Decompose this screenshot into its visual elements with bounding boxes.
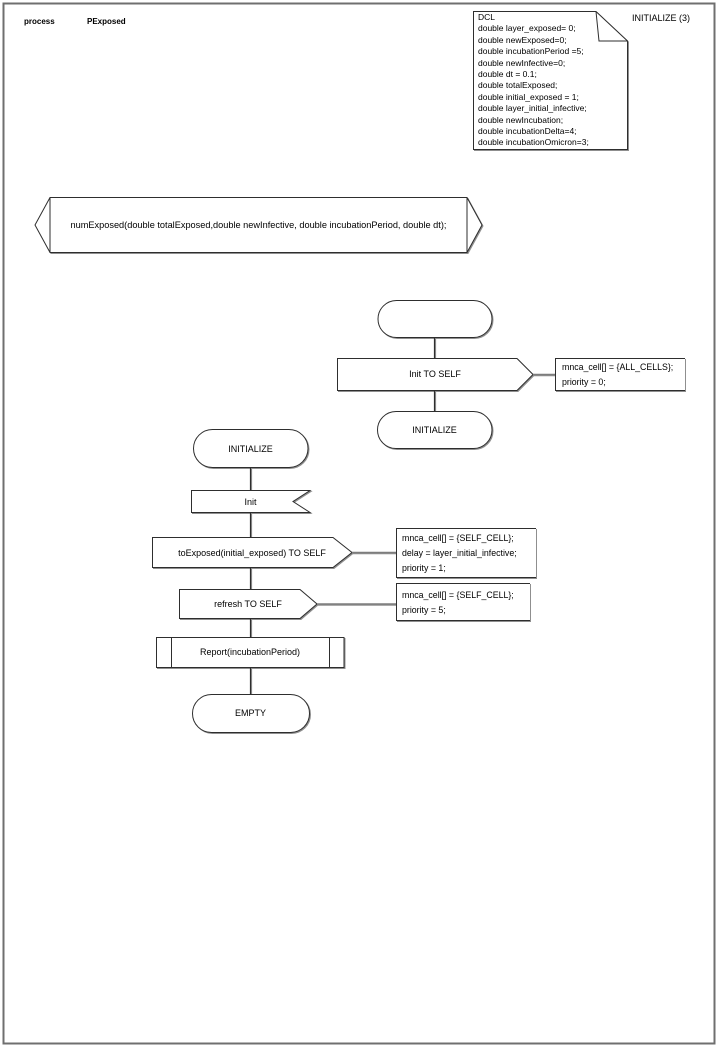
send-init-symbol[interactable] (337, 358, 534, 391)
input-init-label: Init (244, 497, 257, 507)
input-init-symbol[interactable] (191, 490, 312, 513)
to-exposed-comment-box[interactable] (396, 528, 537, 578)
refresh-comment-box[interactable] (396, 583, 531, 621)
next-state-initialize-label: INITIALIZE (412, 425, 457, 435)
init-comment-box[interactable] (555, 358, 686, 391)
send-to-exposed-label: toExposed(initial_exposed) TO SELF (178, 548, 326, 558)
procedure-declaration-text: numExposed(double totalExposed,double ne… (70, 220, 447, 230)
to-exposed-comment-text: mnca_cell[] = {SELF_CELL}; delay = layer… (402, 533, 517, 574)
dcl-folded-corner (595, 11, 628, 42)
next-state-initialize-symbol[interactable] (377, 411, 493, 449)
procedure-call-report-symbol[interactable] (156, 637, 345, 668)
dcl-text-symbol[interactable] (473, 11, 628, 150)
procedure-declaration-side-lines (49, 197, 468, 253)
start-symbol[interactable] (377, 300, 493, 338)
diagram-kind-label: process (24, 17, 55, 26)
process-name-label: PExposed (87, 17, 126, 26)
send-init-label: Init TO SELF (409, 369, 461, 379)
send-refresh-symbol[interactable] (179, 589, 318, 619)
procedure-call-report-label: Report(incubationPeriod) (199, 647, 301, 657)
init-comment-text: mnca_cell[] = {ALL_CELLS}; priority = 0; (562, 362, 674, 388)
page-label: INITIALIZE (3) (632, 13, 691, 23)
send-refresh-label: refresh TO SELF (214, 599, 282, 609)
refresh-comment-text: mnca_cell[] = {SELF_CELL}; priority = 5; (402, 590, 514, 616)
dcl-declarations-text: DCL double layer_exposed= 0; double newE… (478, 12, 589, 148)
state-initialize-symbol[interactable] (193, 429, 309, 468)
procedure-call-side-lines (171, 637, 330, 668)
next-state-empty-symbol[interactable] (192, 694, 310, 733)
next-state-empty-label: EMPTY (234, 708, 266, 718)
send-to-exposed-symbol[interactable] (152, 537, 353, 568)
state-initialize-label: INITIALIZE (228, 444, 273, 454)
